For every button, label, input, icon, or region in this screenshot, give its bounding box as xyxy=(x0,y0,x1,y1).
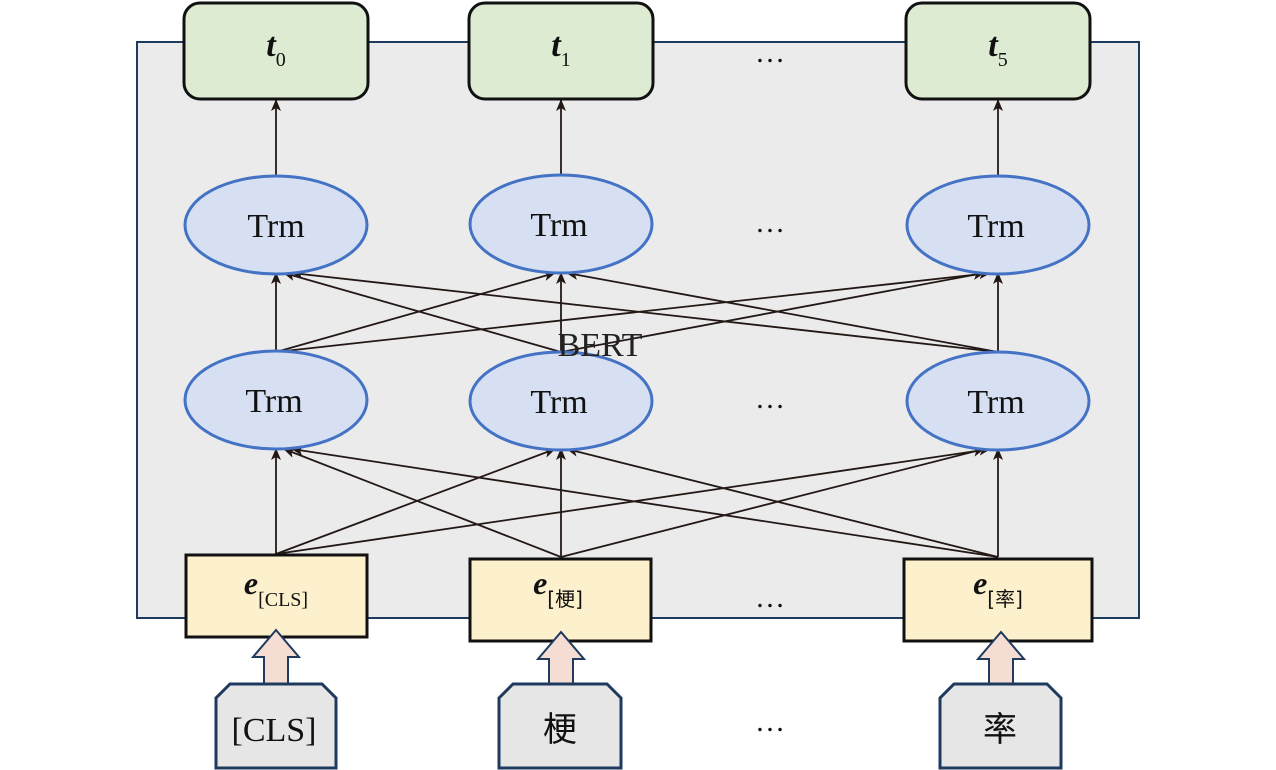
embedding-subscript: [率] xyxy=(987,587,1023,611)
embedding-subscript: [梗] xyxy=(547,587,583,611)
embedding-symbol: e xyxy=(533,565,547,601)
trm-label: Trm xyxy=(967,384,1024,421)
trm-upper-5: Trm xyxy=(905,174,1091,276)
input-token-label: 梗 xyxy=(543,710,577,750)
upper-layer-connections xyxy=(271,269,1003,353)
embedding-node-1: e[梗] xyxy=(468,557,653,643)
ellipsis-inputs: … xyxy=(755,705,785,738)
ellipsis-embeddings: … xyxy=(755,581,785,614)
trm-lower-1: Trm xyxy=(468,350,654,452)
lower-layer-connections xyxy=(271,445,1003,558)
output-node-5: t5 xyxy=(904,1,1092,101)
ellipsis-outputs: … xyxy=(755,36,785,69)
trm-lower-0: Trm xyxy=(183,349,369,451)
input-token-label: 率 xyxy=(983,710,1017,750)
ellipsis-trm-upper: … xyxy=(755,206,785,239)
embedding-symbol: e xyxy=(973,565,987,601)
svg-text:t0: t0 xyxy=(266,27,285,71)
trm-label: Trm xyxy=(530,207,587,244)
output-symbol: t xyxy=(551,27,562,64)
trm-upper-0: Trm xyxy=(183,174,369,276)
output-symbol: t xyxy=(988,27,999,64)
embedding-node-cls: e[CLS] xyxy=(184,553,369,639)
trm-upper-1: Trm xyxy=(468,173,654,275)
ellipsis-trm-lower: … xyxy=(755,382,785,415)
input-token-label: [CLS] xyxy=(232,712,317,749)
output-symbol: t xyxy=(266,27,277,64)
output-arrows xyxy=(271,99,1003,176)
bert-label: BERT xyxy=(558,327,643,364)
trm-label: Trm xyxy=(967,208,1024,245)
embedding-subscript: [CLS] xyxy=(258,589,308,611)
embedding-node-5: e[率] xyxy=(902,557,1094,643)
trm-lower-5: Trm xyxy=(905,350,1091,452)
svg-text:e[梗]: e[梗] xyxy=(533,565,583,611)
output-node-1: t1 xyxy=(467,1,655,101)
output-subscript: 1 xyxy=(561,49,571,71)
input-token-cls: [CLS] xyxy=(214,682,338,770)
trm-label: Trm xyxy=(245,383,302,420)
trm-label: Trm xyxy=(530,384,587,421)
embedding-symbol: e xyxy=(244,565,258,601)
output-node-0: t0 xyxy=(182,1,370,101)
input-token-5: 率 xyxy=(938,682,1063,770)
trm-label: Trm xyxy=(247,208,304,245)
svg-text:e[率]: e[率] xyxy=(973,565,1023,611)
output-subscript: 0 xyxy=(276,49,286,71)
bert-container xyxy=(136,41,1140,619)
svg-text:t1: t1 xyxy=(551,27,570,71)
input-token-1: 梗 xyxy=(497,682,623,770)
svg-text:t5: t5 xyxy=(988,27,1007,71)
output-subscript: 5 xyxy=(998,49,1008,71)
svg-text:e[CLS]: e[CLS] xyxy=(244,565,308,611)
